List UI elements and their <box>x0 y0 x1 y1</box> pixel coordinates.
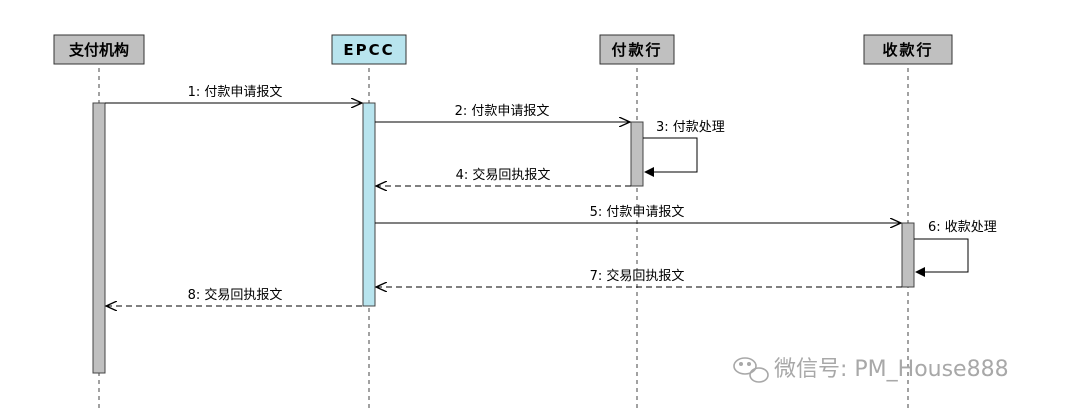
activation-payer-institution <box>92 102 106 374</box>
participant-box <box>331 34 407 65</box>
watermark-text: 微信号: PM_House888 <box>774 357 1009 382</box>
participant-box <box>863 34 953 65</box>
message-5: 5: 付款申请报文 <box>375 205 901 223</box>
participant-box <box>53 34 145 65</box>
participant-payer-bank: 付款行 <box>599 34 675 65</box>
activation-epcc <box>362 102 376 307</box>
message-3: 3: 付款处理 <box>643 120 725 177</box>
message-label: 4: 交易回执报文 <box>456 167 551 183</box>
participant-label: 付款行 <box>611 41 662 59</box>
message-label: 7: 交易回执报文 <box>590 268 685 284</box>
participant-payee-bank: 收款行 <box>863 34 953 65</box>
message-label: 3: 付款处理 <box>656 120 725 135</box>
participant-epcc: EPCC <box>331 34 407 65</box>
participant-payer-institution: 支付机构 <box>53 34 145 65</box>
message-label: 5: 付款申请报文 <box>590 205 685 220</box>
message-2: 2: 付款申请报文 <box>375 104 630 122</box>
message-6: 6: 收款处理 <box>914 220 997 277</box>
message-1: 1: 付款申请报文 <box>105 85 362 103</box>
participant-label: EPCC <box>343 41 394 59</box>
wechat-icon <box>733 357 769 383</box>
message-arrow <box>643 137 698 177</box>
participant-label: 收款行 <box>882 41 933 59</box>
message-label: 6: 收款处理 <box>928 220 997 235</box>
activation-payer-bank <box>630 121 644 187</box>
participant-box <box>599 34 675 65</box>
message-label: 1: 付款申请报文 <box>188 85 283 100</box>
message-4: 4: 交易回执报文 <box>376 167 631 186</box>
watermark: 微信号: PM_House888 <box>733 357 1009 383</box>
activation-payee-bank <box>901 222 915 288</box>
message-8: 8: 交易回执报文 <box>106 287 362 306</box>
participant-label: 支付机构 <box>68 41 129 59</box>
message-label: 8: 交易回执报文 <box>188 287 283 303</box>
message-arrow <box>914 238 969 277</box>
message-7: 7: 交易回执报文 <box>376 268 902 287</box>
message-label: 2: 付款申请报文 <box>455 104 550 119</box>
